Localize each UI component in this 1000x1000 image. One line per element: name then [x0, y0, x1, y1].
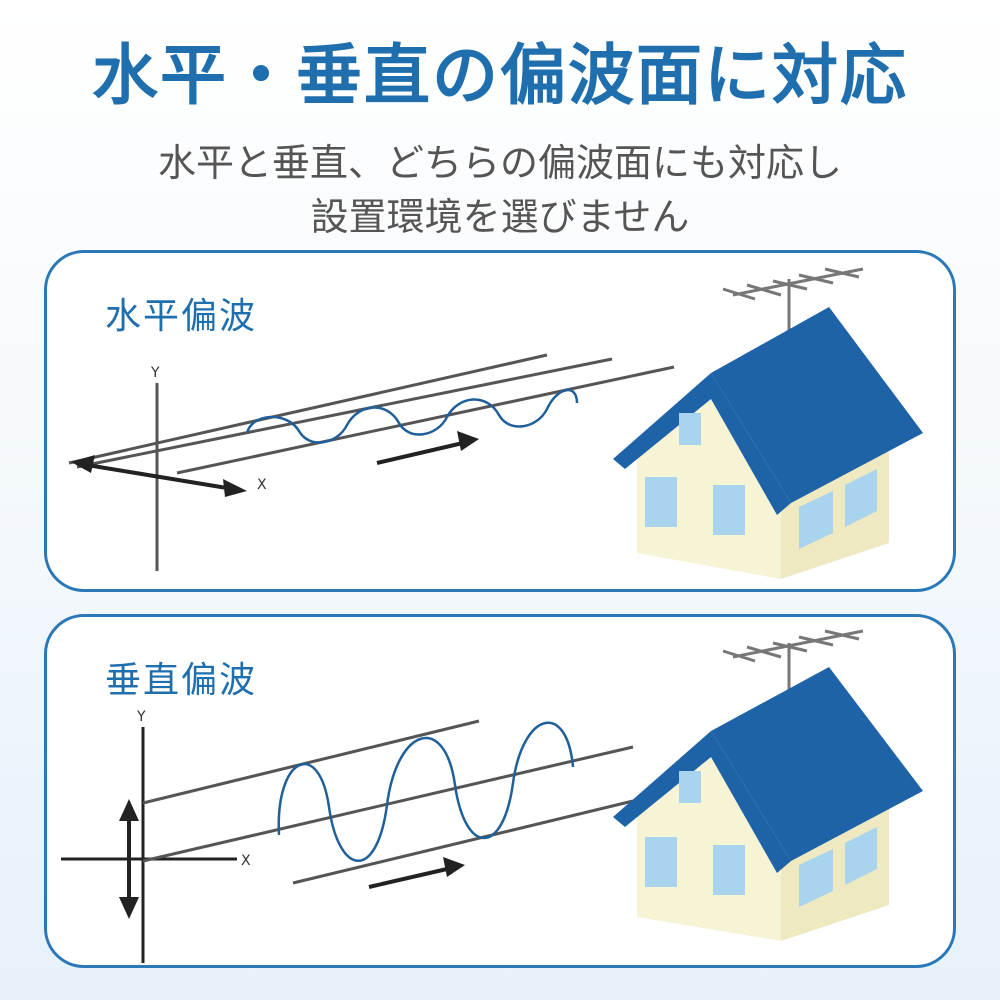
rail-line-bottom: [292, 799, 634, 885]
y-axis-arrow-up: [119, 799, 139, 821]
propagation-arrow-head: [443, 857, 465, 877]
horizontal-polarization-label: 水平偏波: [105, 296, 258, 337]
y-axis-arrow-down: [119, 897, 139, 919]
vertical-wave: [277, 721, 575, 862]
x-axis-label: X: [241, 853, 251, 869]
antenna-icon: [722, 267, 864, 337]
house-icon: [613, 667, 923, 941]
subtitle-line-2: 設置環境を選びません: [310, 195, 690, 239]
x-axis-arrow-right: [223, 479, 247, 497]
horizontal-polarization-panel: Y X: [44, 250, 956, 592]
horizontal-wave: [245, 388, 579, 444]
horizontal-diagram: Y X: [68, 267, 923, 579]
propagation-arrow-head: [457, 431, 479, 451]
subtitle-line-1: 水平と垂直、どちらの偏波面にも対応し: [157, 141, 842, 185]
house-icon: [613, 307, 923, 579]
propagation-arrow-line: [368, 867, 448, 889]
rail-line-middle: [76, 357, 613, 469]
y-axis-label: Y: [150, 365, 160, 381]
x-axis-line: [86, 463, 234, 491]
antenna-icon: [722, 629, 864, 697]
page-subtitle: 水平と垂直、どちらの偏波面にも対応し 設置環境を選びません: [0, 136, 1000, 244]
vertical-polarization-panel: Y X: [44, 614, 956, 968]
rail-line-bottom: [176, 365, 675, 475]
page-title: 水平・垂直の偏波面に対応: [92, 37, 908, 114]
propagation-arrow-line: [376, 441, 464, 465]
rail-line-top: [142, 719, 480, 805]
vertical-diagram: Y X: [61, 629, 923, 963]
x-axis-label: X: [257, 477, 267, 493]
rail-line-top: [68, 353, 548, 465]
y-axis-label: Y: [136, 709, 146, 725]
vertical-polarization-label: 垂直偏波: [105, 660, 258, 701]
x-axis-arrow-left: [71, 455, 95, 473]
